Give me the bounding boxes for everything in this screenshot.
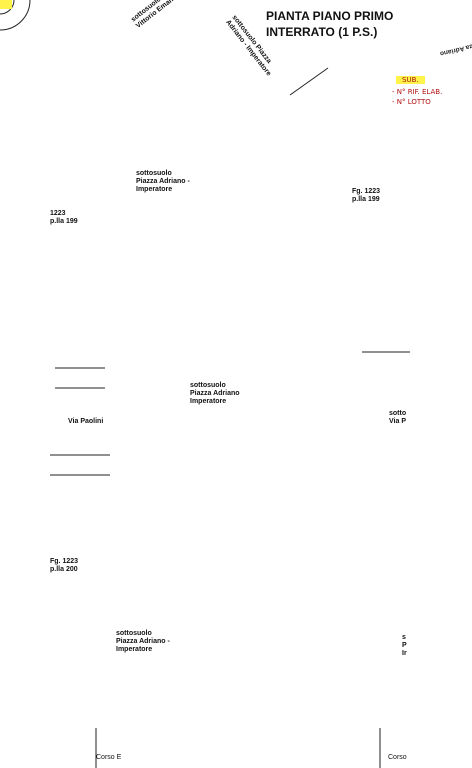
lot-number: 16: [0, 0, 4, 2]
lot-number: 6: [0, 0, 2, 2]
lot-number: 23: [0, 0, 4, 2]
curved-label-outer: sottosuolo Piazza Adriano - Imperatore: [0, 0, 121, 2]
legend-item-ref: - N° RIF. ELAB.: [392, 88, 443, 96]
lot-number: 14: [0, 0, 4, 2]
lot-number: 30: [0, 0, 4, 2]
outer-unit-number: 27: [0, 0, 3, 2]
outer-unit-number: 13: [0, 0, 3, 2]
lot-number: 13: [0, 0, 4, 2]
outer-unit-number: 18: [0, 0, 3, 2]
lot-number: 10: [0, 0, 4, 2]
outer-unit-number: 29: [0, 0, 3, 2]
outer-unit-number: 6: [0, 0, 2, 2]
outer-unit-number: 14: [0, 0, 3, 2]
outer-unit-number: 19: [0, 0, 3, 2]
lot-number: 2: [0, 0, 2, 2]
lot-number: 26: [0, 0, 4, 2]
stray-number: 1: [0, 0, 4, 2]
outer-unit-number: 20: [0, 0, 3, 2]
lot-number: 19: [0, 0, 4, 2]
lot-number: 8: [0, 0, 2, 2]
unit-number: 65: [0, 0, 3, 2]
lot-number: 25: [0, 0, 4, 2]
outer-unit-number: 21: [0, 0, 3, 2]
label-bottom-left: Corso E: [96, 754, 122, 761]
outer-unit-number: 23: [0, 0, 3, 2]
label-right-mid: sotto Via P: [389, 410, 407, 425]
label-sottosuolo-mid: sottosuolo Piazza Adriano Imperatore: [190, 382, 240, 405]
outer-unit-number: 5: [0, 0, 2, 2]
outer-unit-number: 33: [0, 0, 3, 2]
legend-item-lot: - N° LOTTO: [392, 98, 431, 106]
lot-number: 18: [0, 0, 4, 2]
outer-unit-number: 2: [0, 0, 2, 2]
label-fg-left-bottom: Fg. 1223 p.lla 200: [50, 558, 79, 573]
legend: SUB. - N° RIF. ELAB. - N° LOTTO: [392, 76, 442, 106]
outer-unit-number: 26: [0, 0, 3, 2]
lot-number: 28: [0, 0, 4, 2]
lot-number: 4: [0, 0, 2, 2]
outer-unit-number: 16: [0, 0, 3, 2]
outer-unit-number: 25: [0, 0, 3, 2]
lot-number: 5: [0, 0, 2, 2]
outer-unit-number: 15: [0, 0, 3, 2]
lot-number: 3: [0, 0, 2, 2]
outer-unit-number: 22: [0, 0, 3, 2]
outer-unit-number: 4: [0, 0, 2, 2]
lot-number: 12: [0, 0, 4, 2]
label-sottosuolo-upper: sottosuolo Piazza Adriano - Imperatore: [136, 170, 190, 193]
lot-number: 1: [0, 0, 2, 2]
unit-highlight: [0, 0, 12, 9]
outer-unit-number: 3: [0, 0, 2, 2]
lot-number: 21: [0, 0, 4, 2]
plan-title-line-1: PIANTA PIANO PRIMO: [266, 9, 394, 23]
lot-number: 20: [0, 0, 4, 2]
outer-unit-number: 11: [0, 0, 3, 2]
outer-unit-number: 28: [0, 0, 3, 2]
outer-unit-number: 34: [0, 0, 3, 2]
outer-unit-number: 30: [0, 0, 3, 2]
lot-number: 17: [0, 0, 4, 2]
outer-unit-number: 10: [0, 0, 3, 2]
label-bottom-right: Corso: [388, 754, 407, 761]
outer-unit-number: 17: [0, 0, 3, 2]
outer-unit-number: 8: [0, 0, 2, 2]
lot-number: 7: [0, 0, 2, 2]
lot-number: 22: [0, 0, 4, 2]
outer-unit-number: 24: [0, 0, 3, 2]
label-via-paolini: Via Paolini: [68, 418, 104, 425]
label-sottosuolo-lower: sottosuolo Piazza Adriano - Imperatore: [116, 630, 170, 653]
label-fg-right: Fg. 1223 p.lla 199: [352, 188, 381, 203]
label-fg-left-top: 1223 p.lla 199: [50, 210, 78, 225]
lot-number: 31: [0, 0, 4, 2]
plan-title: PIANTA PIANO PRIMO INTERRATO (1 P.S.): [266, 8, 393, 40]
lot-number: 24: [0, 0, 4, 2]
lot-number: 32: [0, 0, 4, 2]
outer-unit-number: 31: [0, 0, 3, 2]
plan-title-line-2: INTERRATO (1 P.S.): [266, 25, 378, 39]
outer-unit-number: 12: [0, 0, 3, 2]
outer-unit-number: 7: [0, 0, 2, 2]
stray-number: 203: [0, 0, 11, 2]
legend-header: SUB.: [396, 76, 425, 84]
lot-number: 29: [0, 0, 4, 2]
lot-number: 15: [0, 0, 4, 2]
outer-unit-number: 32: [0, 0, 3, 2]
lot-number: 9: [0, 0, 2, 2]
lot-number: 11: [0, 0, 4, 2]
label-right-lower: s P Ir: [402, 634, 407, 657]
lot-number: 27: [0, 0, 4, 2]
outer-unit-number: 9: [0, 0, 2, 2]
